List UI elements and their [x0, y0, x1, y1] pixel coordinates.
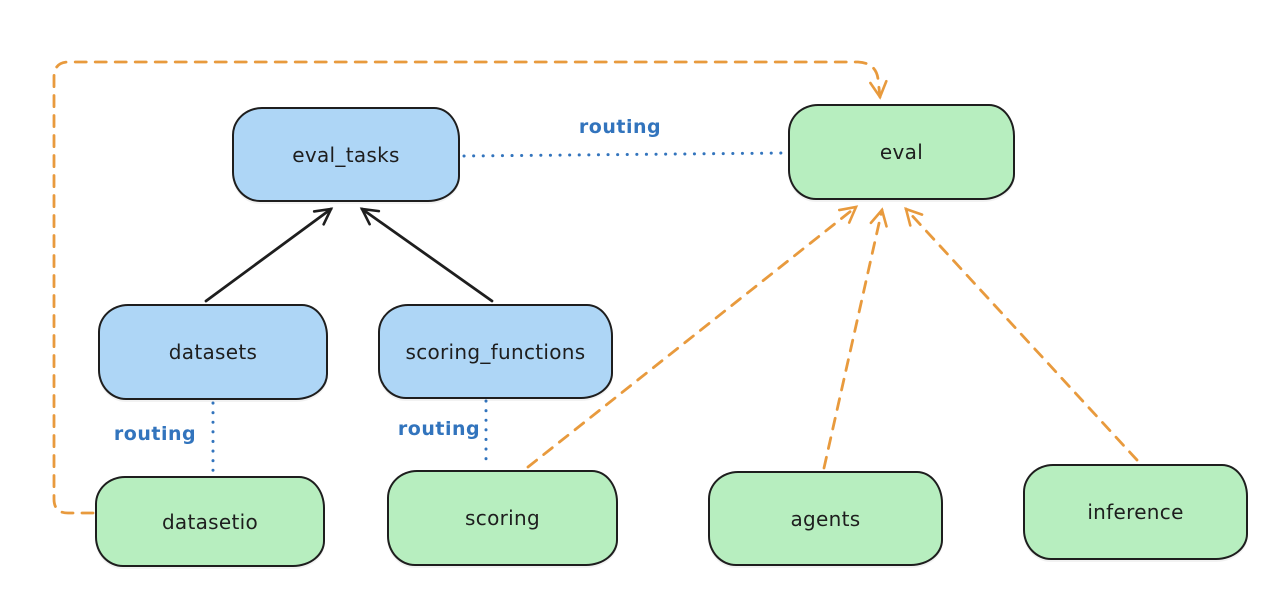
edge-label-routing-scoring: routing	[397, 418, 481, 440]
node-inference-label: inference	[1087, 500, 1184, 524]
edge-label-routing-datasetio: routing	[113, 423, 197, 445]
node-inference: inference	[1023, 464, 1248, 560]
edge-scoring-to-eval	[526, 205, 859, 469]
edge-eval-tasks-to-eval	[462, 151, 788, 158]
edge-datasetio-to-eval	[52, 60, 888, 515]
node-scoring-functions: scoring_functions	[378, 304, 613, 399]
node-agents: agents	[708, 471, 943, 566]
edge-scoring-functions-to-eval-tasks	[359, 207, 494, 303]
node-datasets-label: datasets	[168, 340, 258, 364]
node-scoring-functions-label: scoring_functions	[405, 339, 586, 364]
node-eval-tasks-label: eval_tasks	[292, 142, 400, 167]
node-datasetio-label: datasetio	[161, 509, 259, 534]
edge-datasets-to-eval-tasks	[204, 207, 334, 303]
node-eval-label: eval	[879, 140, 924, 164]
node-scoring: scoring	[387, 470, 618, 566]
node-eval: eval	[788, 104, 1015, 200]
node-agents-label: agents	[790, 506, 861, 531]
node-datasets: datasets	[98, 304, 328, 400]
node-scoring-label: scoring	[465, 506, 540, 530]
node-datasetio: datasetio	[95, 476, 325, 567]
node-eval-tasks: eval_tasks	[232, 107, 460, 202]
edge-label-routing-top: routing	[578, 116, 662, 138]
edge-inference-to-eval	[904, 206, 1139, 462]
edge-agents-to-eval	[822, 207, 888, 470]
